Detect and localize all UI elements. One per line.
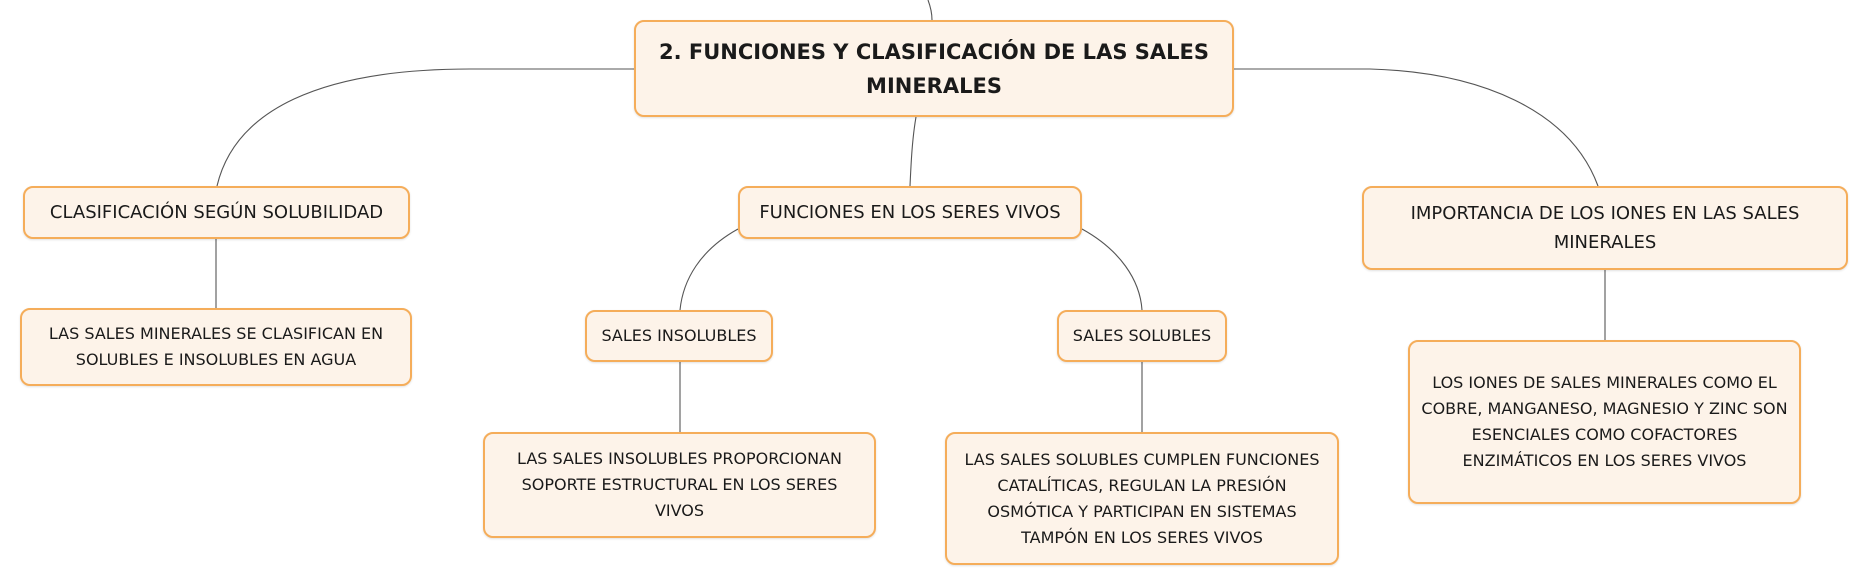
edge-root-to-funciones	[909, 116, 917, 187]
importancia-node[interactable]: IMPORTANCIA DE LOS IONES EN LAS SALES MI…	[1362, 186, 1848, 270]
clasificacion-detail-node[interactable]: LAS SALES MINERALES SE CLASIFICAN EN SOL…	[20, 308, 412, 386]
clasificacion-node[interactable]: CLASIFICACIÓN SEGÚN SOLUBILIDAD	[23, 186, 410, 239]
insolubles-detail-node[interactable]: LAS SALES INSOLUBLES PROPORCIONAN SOPORT…	[483, 432, 876, 538]
edge-root-to-importancia	[1234, 68, 1599, 187]
solubles-detail-node[interactable]: LAS SALES SOLUBLES CUMPLEN FUNCIONES CAT…	[945, 432, 1339, 565]
solubles-node[interactable]: SALES SOLUBLES	[1057, 310, 1227, 362]
insolubles-node[interactable]: SALES INSOLUBLES	[585, 310, 773, 362]
importancia-detail-node[interactable]: LOS IONES DE SALES MINERALES COMO EL COB…	[1408, 340, 1801, 504]
edge-funciones-to-insolubles	[679, 228, 739, 311]
root-node[interactable]: 2. FUNCIONES Y CLASIFICACIÓN DE LAS SALE…	[634, 20, 1234, 117]
funciones-node[interactable]: FUNCIONES EN LOS SERES VIVOS	[738, 186, 1082, 239]
edge-root-to-clasificacion	[216, 68, 634, 187]
edge-parent-to-root	[927, 0, 933, 21]
edge-funciones-to-solubles	[1081, 228, 1143, 311]
